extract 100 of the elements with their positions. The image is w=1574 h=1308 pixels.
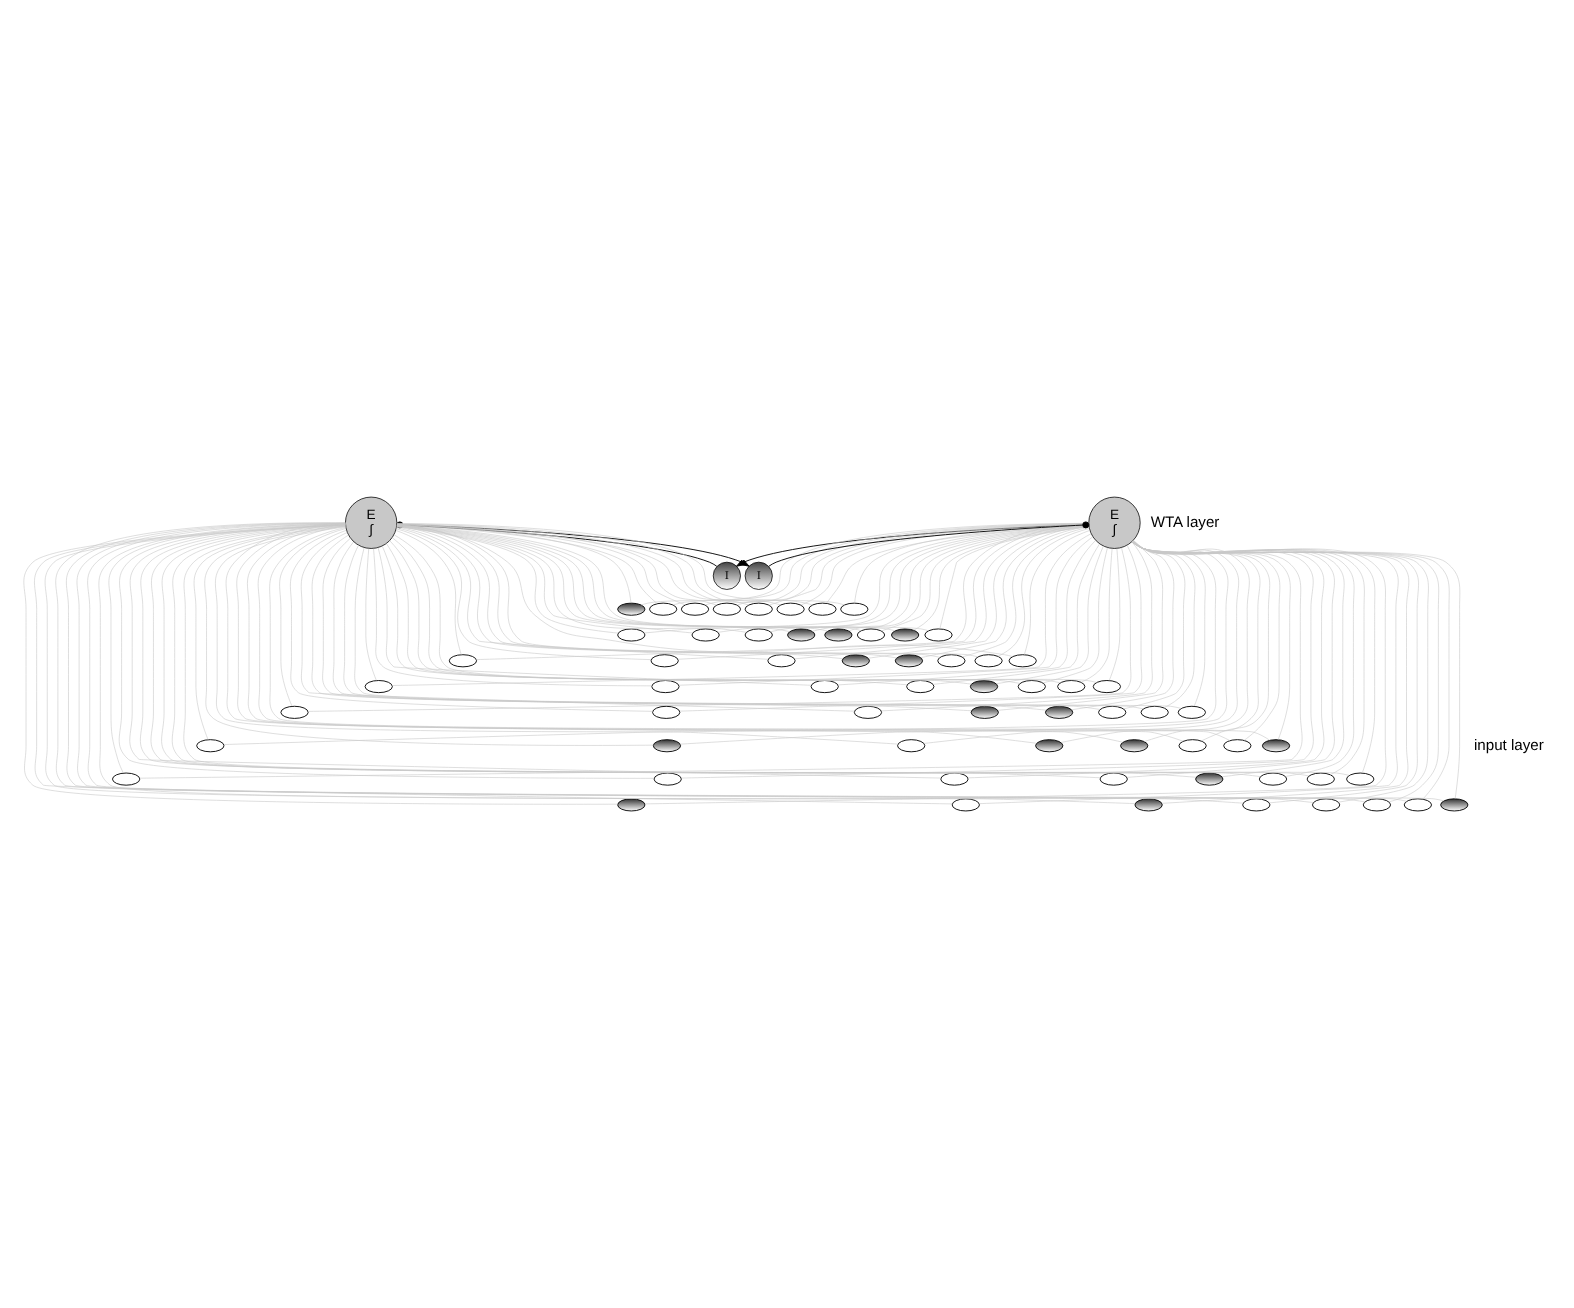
connector xyxy=(395,530,462,656)
connector xyxy=(678,536,1094,686)
node-ellipse xyxy=(448,654,478,668)
connector xyxy=(794,524,1090,660)
node-ellipse xyxy=(841,654,870,668)
node-ellipse xyxy=(680,602,710,616)
node-ellipse xyxy=(951,798,980,812)
node-ellipse xyxy=(853,705,883,719)
connector xyxy=(967,541,1325,779)
connector xyxy=(396,527,769,660)
node-ellipse xyxy=(1092,680,1121,694)
node-ellipse xyxy=(787,628,816,642)
node-ellipse xyxy=(937,654,966,668)
node-ellipse xyxy=(810,680,839,694)
connector xyxy=(681,541,1314,779)
node-ellipse xyxy=(940,772,969,786)
node-ellipse xyxy=(1057,680,1086,694)
node-ellipse xyxy=(924,628,953,642)
node-ellipse xyxy=(712,602,741,616)
connector xyxy=(1108,548,1121,681)
node-ellipse xyxy=(1017,680,1046,694)
connector xyxy=(1123,540,1186,710)
connector xyxy=(1042,547,1108,684)
connector xyxy=(961,526,1090,658)
connector xyxy=(193,525,346,740)
node-ellipse xyxy=(112,772,141,786)
node-ellipse xyxy=(1177,705,1206,719)
node-ellipse xyxy=(1346,772,1375,786)
node-ellipse xyxy=(767,654,796,668)
node-ellipse xyxy=(808,602,837,616)
node-ellipse xyxy=(1099,772,1128,786)
node-ellipse xyxy=(652,705,681,719)
node-ellipse xyxy=(744,602,773,616)
node-ellipse xyxy=(897,739,926,753)
connector xyxy=(377,547,812,686)
connector xyxy=(279,528,347,707)
node-ellipse xyxy=(1134,798,1163,812)
connector xyxy=(1024,530,1091,656)
connector xyxy=(290,530,653,712)
node-ellipse xyxy=(649,602,678,616)
connector xyxy=(920,525,1090,658)
connector xyxy=(868,525,1089,659)
node-ellipse xyxy=(1403,798,1432,812)
connector xyxy=(997,540,1164,711)
node-ellipse xyxy=(974,654,1003,668)
connector xyxy=(300,532,855,712)
node-ellipse xyxy=(856,628,886,642)
node-ellipse xyxy=(1098,705,1127,719)
node-ellipse xyxy=(1261,739,1291,753)
node-ellipse xyxy=(894,654,924,668)
node-ellipse xyxy=(617,798,646,812)
node-ellipse xyxy=(1312,798,1341,812)
connector xyxy=(644,541,1387,805)
connector xyxy=(204,526,654,746)
node-ellipse xyxy=(969,680,999,694)
connector xyxy=(932,543,1100,685)
node-ellipse xyxy=(651,680,680,694)
label: input layer xyxy=(1473,735,1544,754)
node-ellipse xyxy=(1045,705,1074,719)
connector xyxy=(837,540,1096,686)
connector xyxy=(677,523,1089,660)
connector xyxy=(978,541,1399,804)
node-ellipse xyxy=(653,772,682,786)
node-ellipse xyxy=(1035,739,1064,753)
node-ellipse xyxy=(1258,772,1288,786)
connector xyxy=(1060,541,1250,743)
connector xyxy=(679,544,1143,712)
connector xyxy=(997,528,1090,657)
node-ellipse xyxy=(1008,654,1037,668)
node-ellipse xyxy=(1223,739,1252,753)
node-ellipse xyxy=(970,705,999,719)
node-ellipse xyxy=(776,602,805,616)
node-ellipse xyxy=(650,654,679,668)
node-ellipse xyxy=(280,705,309,719)
connector xyxy=(881,541,1153,712)
node-ellipse xyxy=(617,602,646,616)
node-ellipse xyxy=(1140,705,1169,719)
node-ellipse xyxy=(196,739,225,753)
node-ellipse xyxy=(1120,739,1149,753)
connector xyxy=(396,528,652,660)
connector xyxy=(23,524,618,805)
node-ellipse xyxy=(840,602,869,616)
node-ellipse xyxy=(891,628,920,642)
node-ellipse xyxy=(1362,798,1392,812)
connector xyxy=(1071,540,1175,711)
connector xyxy=(108,523,346,774)
connector xyxy=(1080,548,1113,683)
node-ellipse xyxy=(691,628,720,642)
connector xyxy=(680,541,1229,745)
node-ellipse xyxy=(1440,798,1469,812)
node-ellipse xyxy=(824,628,853,642)
node-ellipse xyxy=(652,739,682,753)
connector xyxy=(476,522,1089,660)
node-ellipse xyxy=(906,680,935,694)
node-ellipse xyxy=(1306,772,1335,786)
node-ellipse xyxy=(1178,739,1207,753)
connector xyxy=(373,548,653,687)
node-ellipse xyxy=(364,680,393,694)
node-ellipse xyxy=(744,628,773,642)
node-ellipse xyxy=(1195,772,1224,786)
